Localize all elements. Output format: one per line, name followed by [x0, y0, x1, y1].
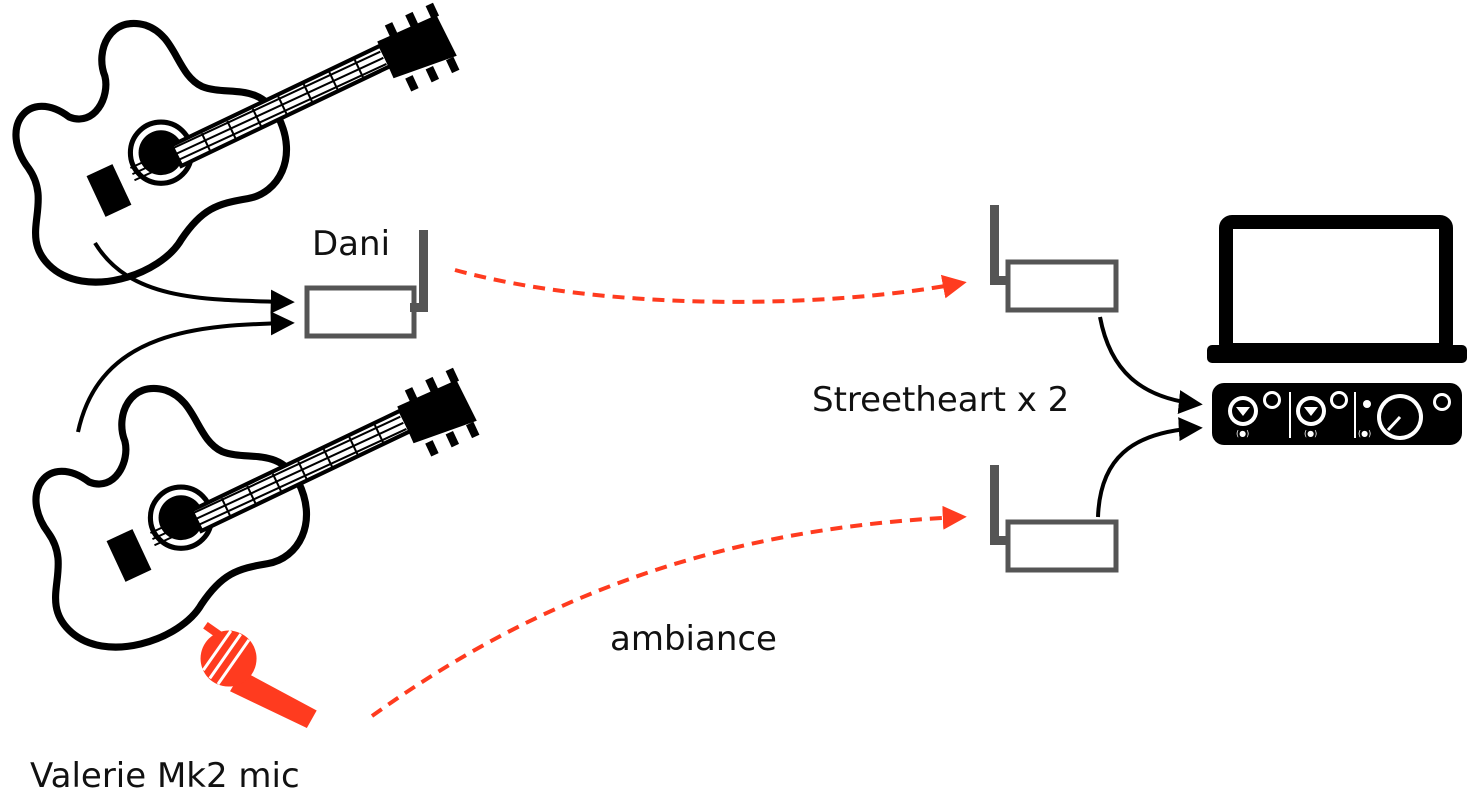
receiver-icon: [990, 205, 1119, 313]
transmitter-label: Dani: [312, 224, 390, 264]
ambiance-label: ambiance: [610, 619, 777, 659]
svg-text:(●): (●): [1358, 429, 1371, 438]
receivers-label: Streetheart x 2: [812, 380, 1069, 420]
laptop-icon: [1207, 215, 1467, 363]
microphone-label: Valerie Mk2 mic: [30, 756, 300, 796]
wireless-link-guitars: [454, 268, 967, 304]
audio-interface-icon: (●) (●) (●): [1212, 383, 1462, 445]
guitar-icon: [16, 3, 459, 282]
microphone-icon: [200, 621, 317, 729]
cable-receiver2-to-interface: [1096, 417, 1203, 518]
svg-text:(●): (●): [1236, 429, 1249, 438]
cable-guitar2-to-transmitter: [76, 311, 295, 433]
receiver-icon: [990, 465, 1119, 573]
cable-receiver1-to-interface: [1098, 316, 1203, 414]
cable-guitar1-to-transmitter: [93, 241, 295, 314]
guitar-icon: [36, 368, 479, 647]
wireless-link-ambiance: [370, 505, 967, 718]
svg-text:(●): (●): [1304, 429, 1317, 438]
transmitter-icon: [304, 230, 428, 339]
